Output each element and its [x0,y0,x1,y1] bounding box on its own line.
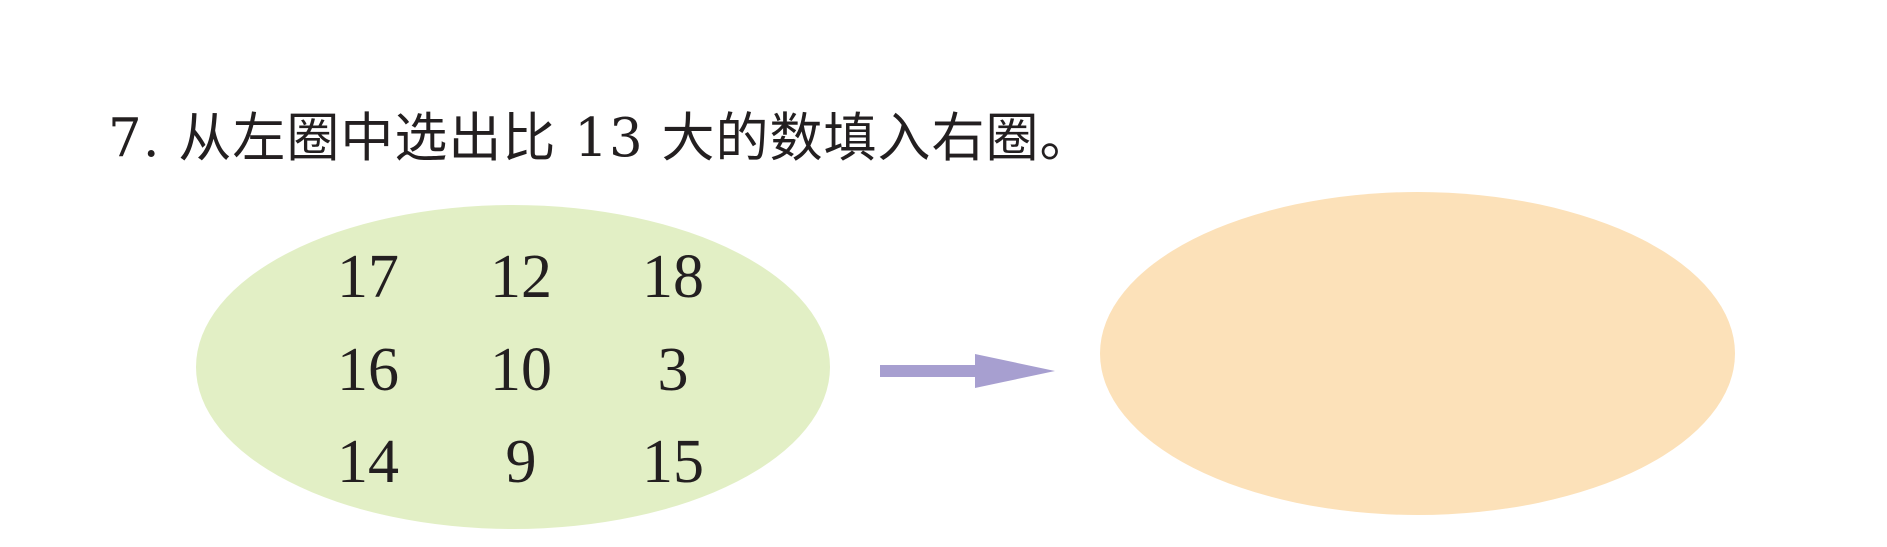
number-item: 17 [337,243,399,311]
right-arrow-icon [880,354,1055,388]
number-item: 14 [337,428,399,496]
number-item: 16 [337,336,399,404]
right-circle-answer-area[interactable] [1100,192,1735,515]
number-item: 12 [490,243,552,311]
number-item: 9 [505,428,537,496]
left-circle [196,205,830,529]
number-item: 18 [642,243,704,311]
number-item: 15 [642,428,704,496]
question-text: 7. 从左圈中选出比 13 大的数填入右圈。 [108,108,1094,169]
number-item: 10 [490,336,552,404]
number-item: 3 [657,336,689,404]
